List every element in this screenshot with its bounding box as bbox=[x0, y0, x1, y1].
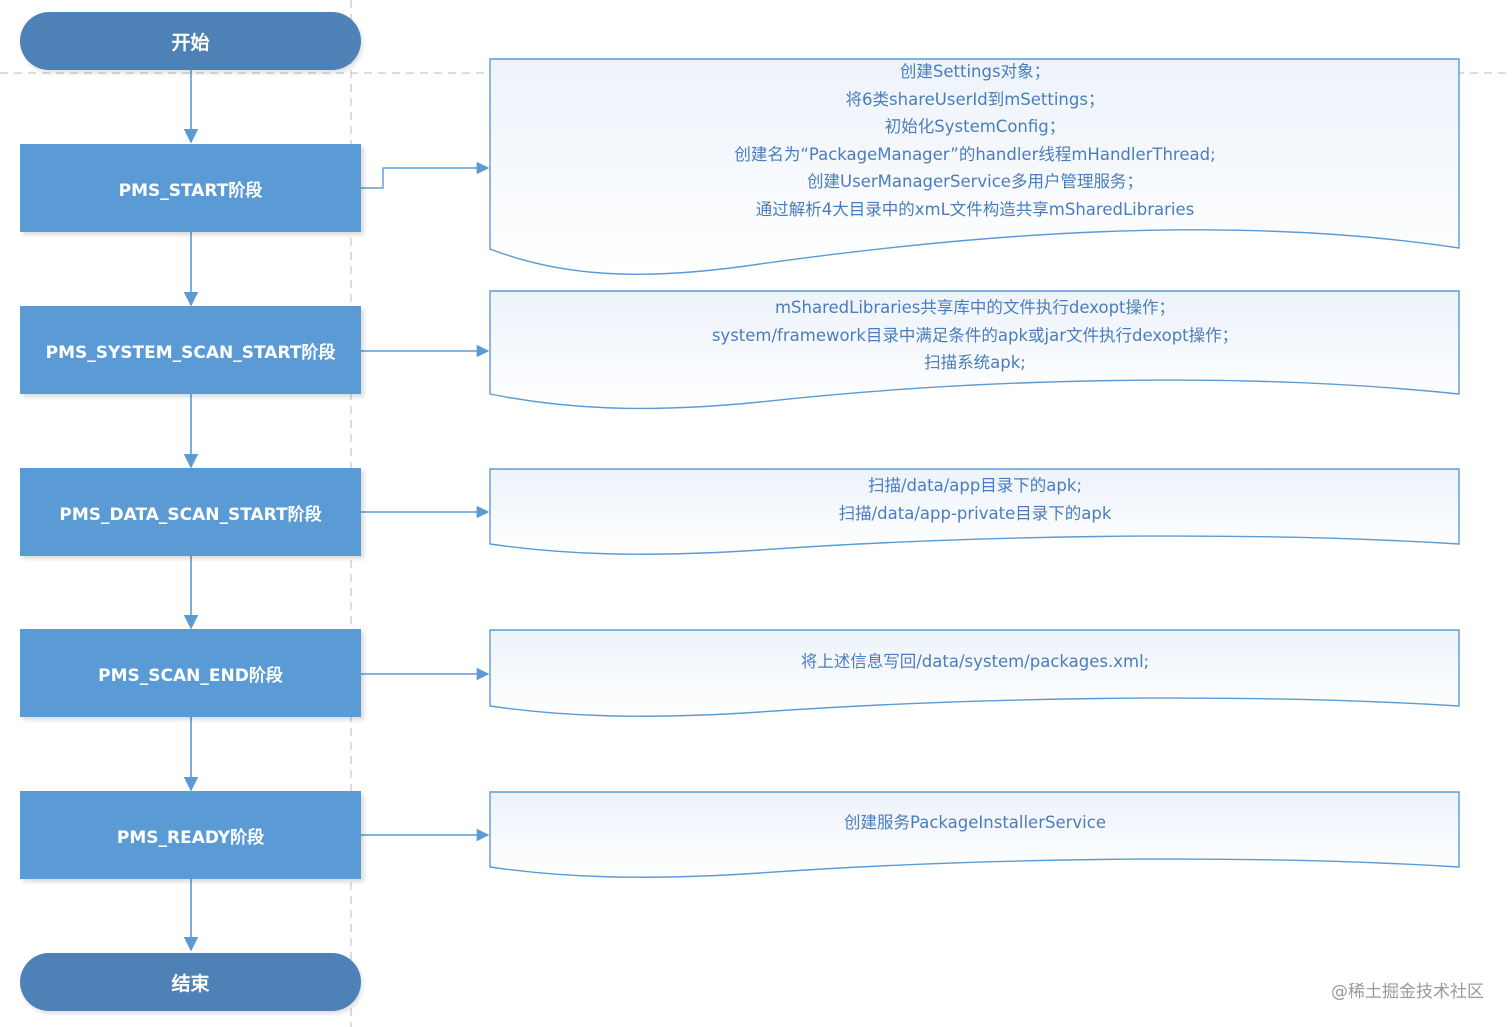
detail-line: 扫描系统apk; bbox=[924, 353, 1026, 372]
detail-line: 扫描/data/app目录下的apk; bbox=[867, 476, 1083, 495]
end-terminal: 结束 bbox=[20, 953, 361, 1011]
detail-text-pms-data-scan-start: 扫描/data/app目录下的apk; 扫描/data/app-private目… bbox=[490, 472, 1460, 527]
detail-text-pms-system-scan-start: mSharedLibraries共享库中的文件执行dexopt操作； syste… bbox=[490, 294, 1460, 377]
stage-label: PMS_START阶段 bbox=[118, 180, 263, 201]
stage-label: PMS_SCAN_END阶段 bbox=[98, 665, 283, 686]
stage-label: PMS_READY阶段 bbox=[116, 827, 265, 848]
start-terminal-label: 开始 bbox=[171, 31, 210, 54]
detail-text-pms-start: 创建Settings对象； 将6类shareUserId到mSettings； … bbox=[490, 58, 1460, 223]
doc-shape-pms-system-scan-start bbox=[489, 290, 1460, 410]
detail-line: 创建Settings对象； bbox=[899, 62, 1051, 81]
doc-shape-pms-start bbox=[489, 58, 1460, 275]
detail-line: 创建UserManagerService多用户管理服务； bbox=[807, 172, 1143, 191]
detail-text-pms-ready: 创建服务PackageInstallerService bbox=[490, 809, 1460, 837]
detail-line: 创建名为“PackageManager”的handler线程mHandlerTh… bbox=[734, 144, 1216, 164]
start-terminal: 开始 bbox=[20, 12, 361, 70]
stage-box-pms-system-scan-start: PMS_SYSTEM_SCAN_START阶段 bbox=[20, 306, 361, 394]
detail-line: 将6类shareUserId到mSettings； bbox=[845, 89, 1105, 109]
detail-line: 扫描/data/app-private目录下的apk bbox=[838, 503, 1112, 523]
stage-box-pms-ready: PMS_READY阶段 bbox=[20, 791, 361, 879]
detail-line: 初始化SystemConfig； bbox=[884, 117, 1066, 136]
detail-line: 将上述信息写回/data/system/packages.xml; bbox=[800, 652, 1150, 671]
detail-line: 通过解析4大目录中的xmL文件构造共享mSharedLibraries bbox=[755, 199, 1195, 219]
stage-box-pms-data-scan-start: PMS_DATA_SCAN_START阶段 bbox=[20, 468, 361, 556]
stage-box-pms-scan-end: PMS_SCAN_END阶段 bbox=[20, 629, 361, 717]
detail-line: 创建服务PackageInstallerService bbox=[844, 813, 1106, 832]
detail-line: mSharedLibraries共享库中的文件执行dexopt操作； bbox=[774, 298, 1176, 317]
stage-label: PMS_DATA_SCAN_START阶段 bbox=[59, 504, 322, 525]
doc-shape-pms-data-scan-start bbox=[489, 468, 1460, 555]
detail-text-pms-scan-end: 将上述信息写回/data/system/packages.xml; bbox=[490, 648, 1460, 676]
stage-label: PMS_SYSTEM_SCAN_START阶段 bbox=[45, 342, 336, 363]
watermark: @稀土掘金技术社区 bbox=[1331, 982, 1484, 1002]
detail-line: system/framework目录中满足条件的apk或jar文件执行dexop… bbox=[711, 325, 1239, 345]
connector-stage-1-to-doc bbox=[361, 161, 490, 189]
doc-shape-pms-ready bbox=[489, 791, 1460, 878]
doc-shape-pms-scan-end bbox=[489, 629, 1460, 717]
end-terminal-label: 结束 bbox=[171, 972, 210, 995]
stage-box-pms-start: PMS_START阶段 bbox=[20, 144, 361, 232]
